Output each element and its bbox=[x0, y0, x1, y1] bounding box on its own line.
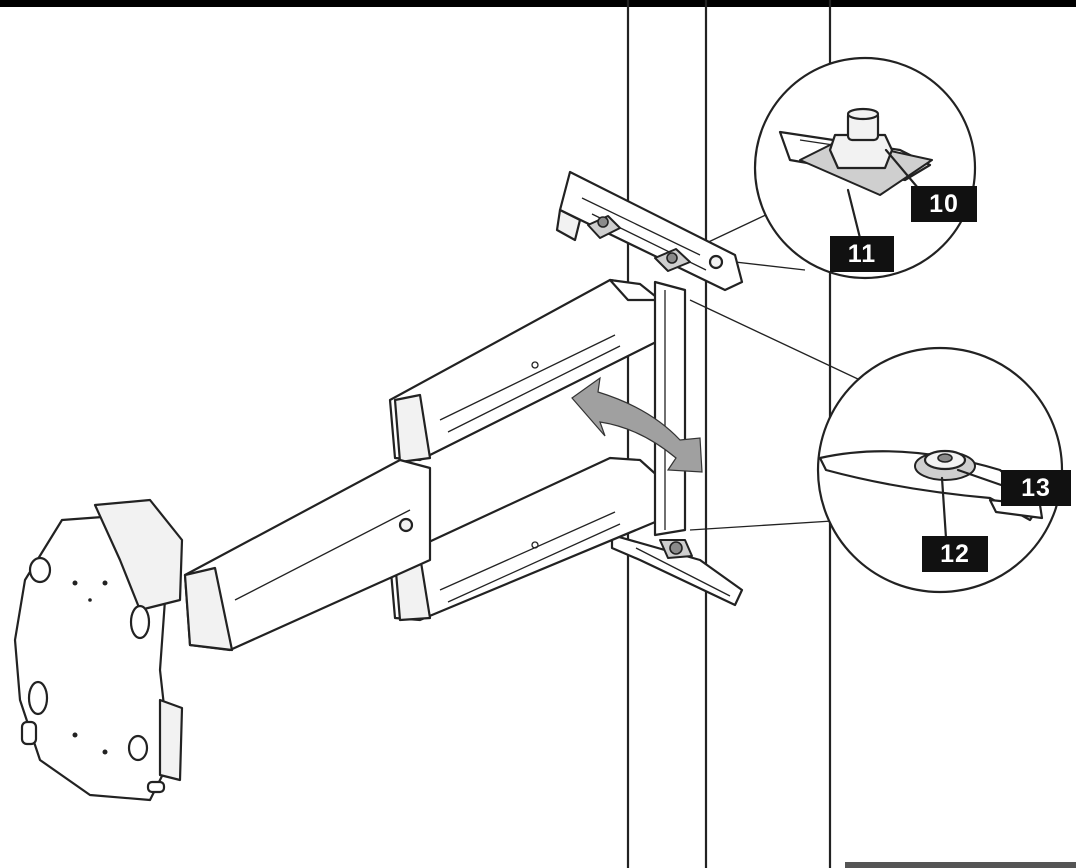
rotation-arrow bbox=[571, 376, 703, 473]
upper-arm bbox=[388, 278, 662, 464]
detail-circle-bottom bbox=[689, 299, 1064, 594]
callout-label-13: 13 bbox=[1001, 470, 1071, 506]
detail-circle-top bbox=[699, 56, 977, 280]
bottom-strip bbox=[845, 862, 1076, 868]
upper-bracket bbox=[555, 170, 744, 292]
top-border bbox=[0, 0, 1076, 7]
callout-label-10: 10 bbox=[911, 186, 977, 222]
front-arm bbox=[183, 458, 432, 652]
swivel-column bbox=[653, 280, 687, 537]
lower-bracket bbox=[610, 533, 744, 607]
vesa-plate bbox=[13, 498, 184, 802]
callout-label-11: 11 bbox=[830, 236, 894, 272]
callout-label-12: 12 bbox=[922, 536, 988, 572]
